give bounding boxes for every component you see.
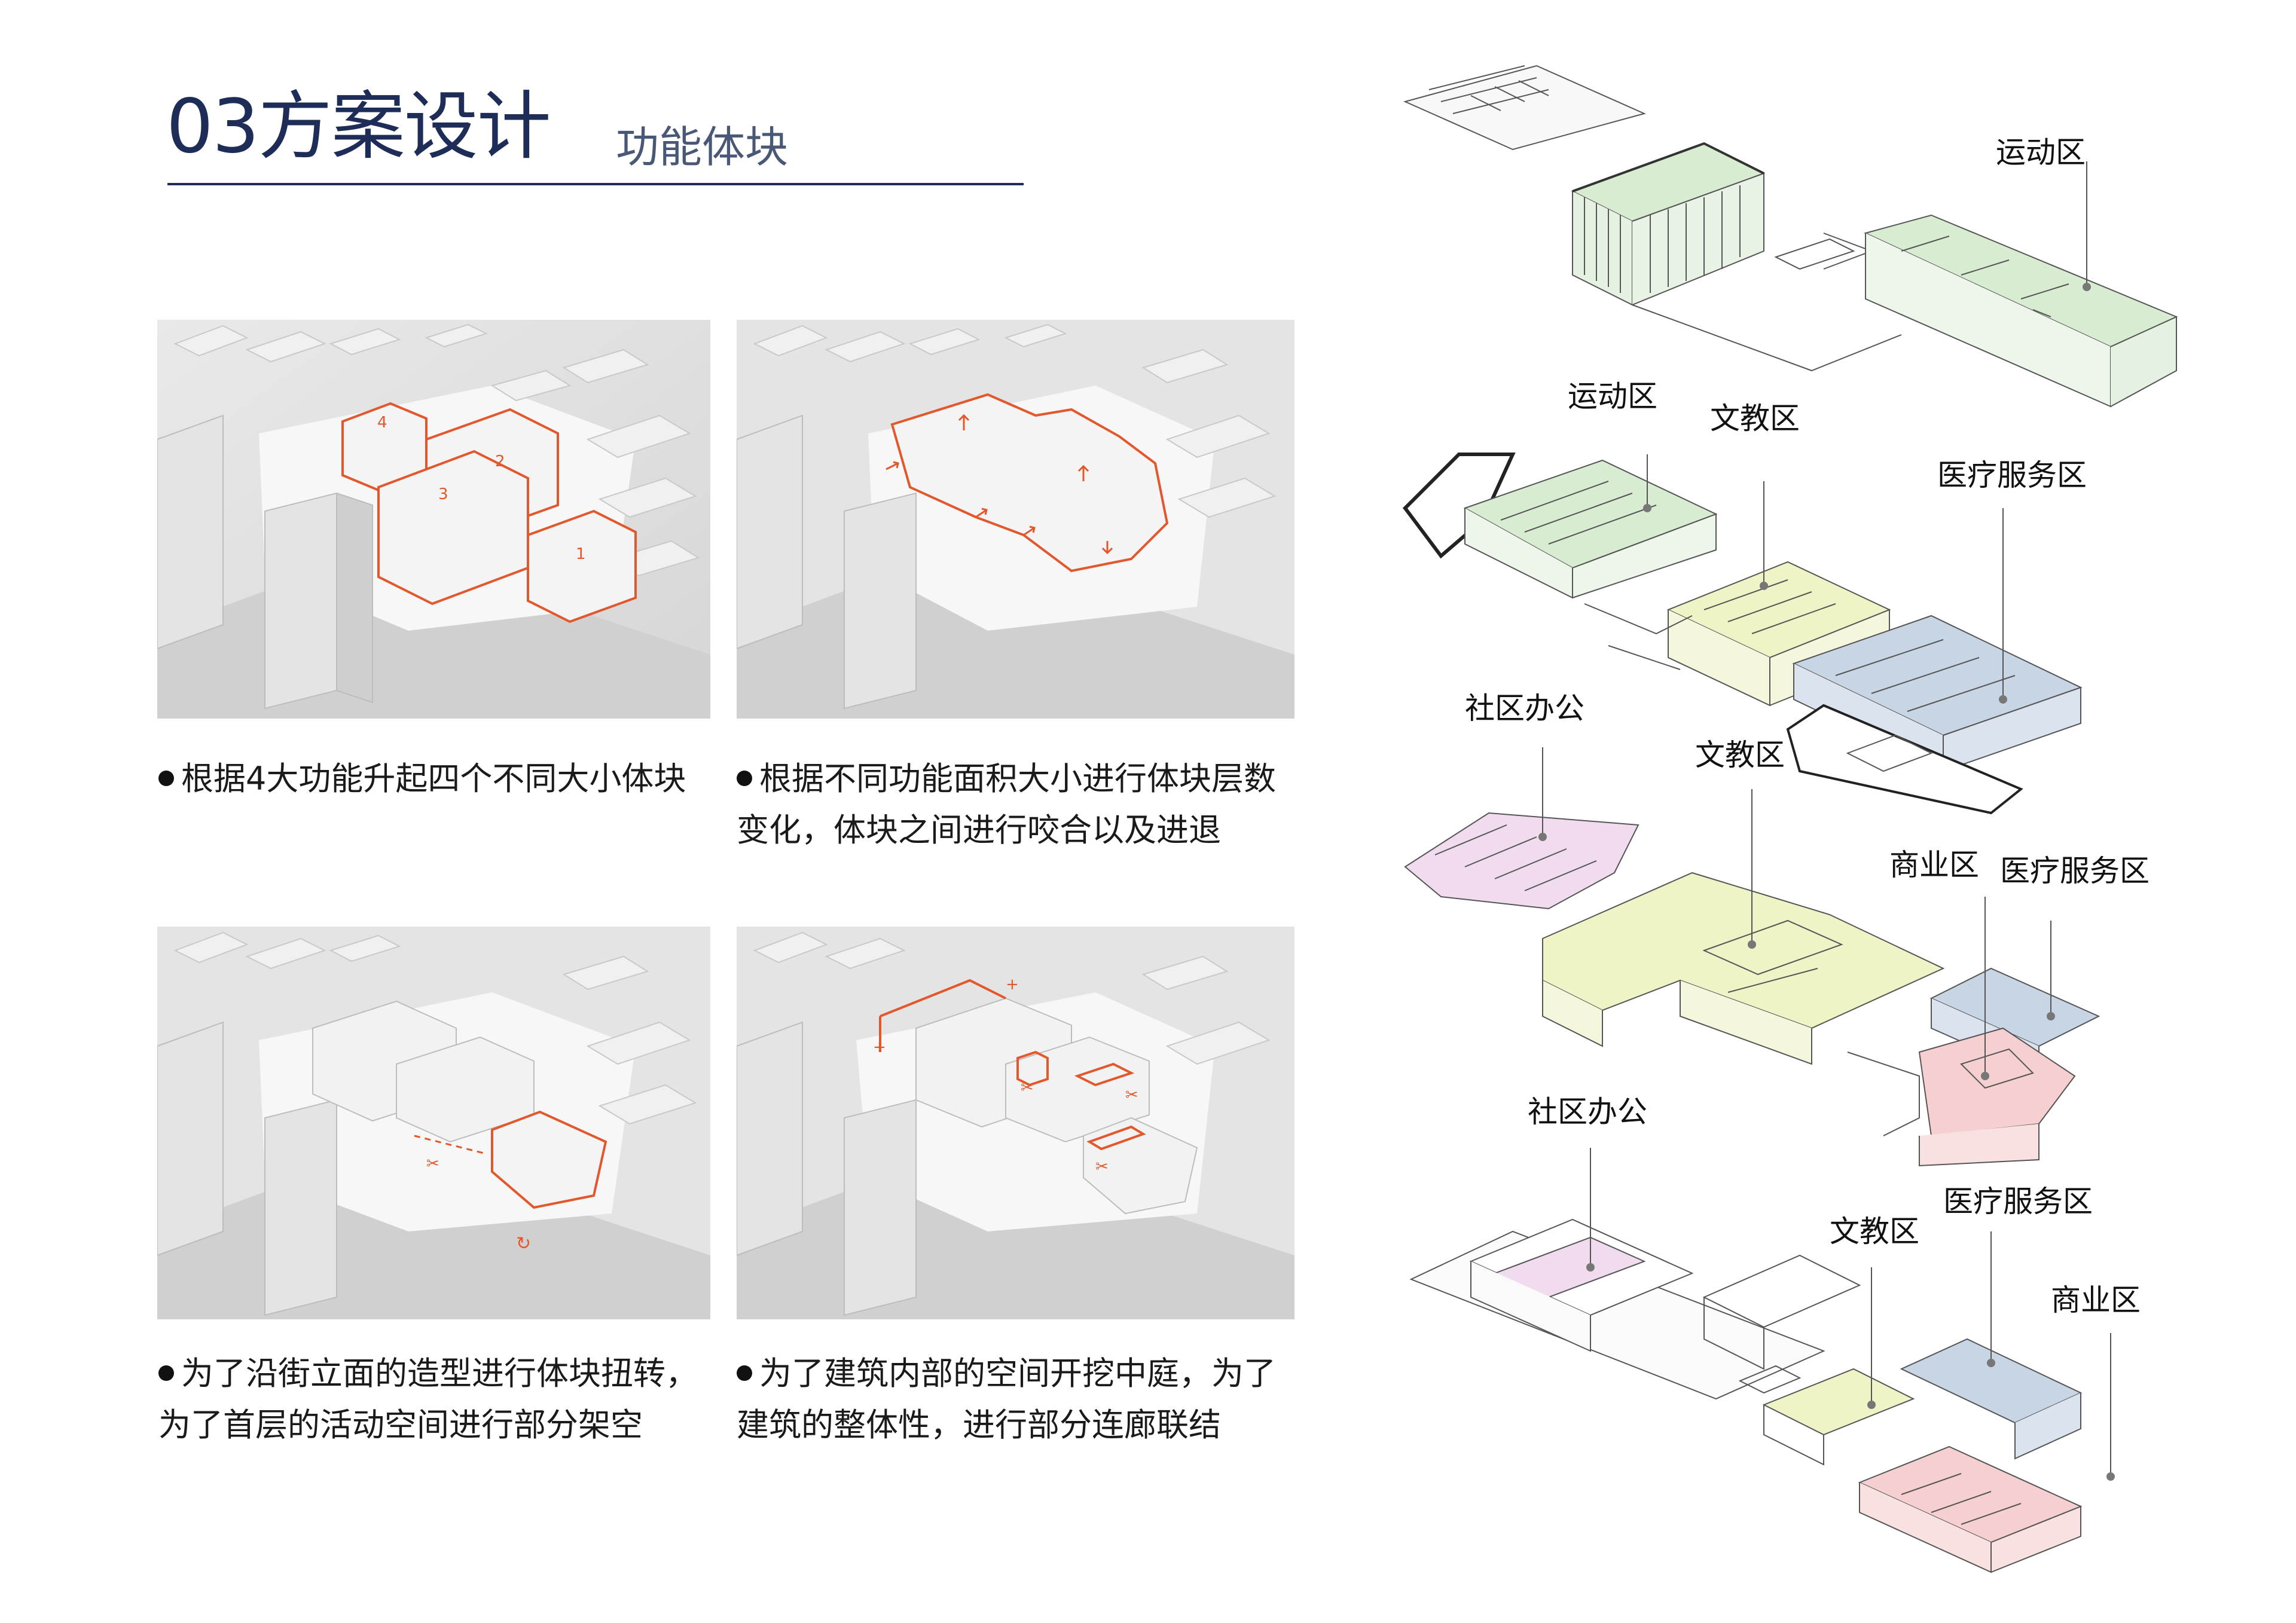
label-level1-education: 文教区	[1830, 1214, 1919, 1249]
svg-text:+: +	[873, 1038, 886, 1056]
level-4	[1403, 65, 2178, 408]
label-level2-medical: 医疗服务区	[2000, 854, 2150, 888]
label-level1-medical: 医疗服务区	[1943, 1184, 2093, 1219]
exploded-axonometric: 运动区 运动区 文教区 医疗服务区 社区办公 文教区 商业区 医疗服务区 社区办…	[1393, 36, 2182, 1614]
label-level3-education: 文教区	[1710, 401, 1800, 436]
label-level2-commercial: 商业区	[1889, 848, 1979, 882]
svg-text:✂: ✂	[1095, 1158, 1109, 1176]
svg-text:+: +	[1006, 976, 1019, 994]
level-3	[1403, 453, 2083, 815]
svg-text:✂: ✂	[426, 1155, 439, 1173]
level-2	[1404, 812, 2100, 1167]
svg-text:✂: ✂	[1125, 1086, 1138, 1104]
label-level1-commercial: 商业区	[2051, 1283, 2141, 1318]
svg-text:↻: ↻	[516, 1233, 531, 1254]
label-level4-sport: 运动区	[1996, 135, 2086, 170]
bullet-icon	[737, 771, 752, 786]
label-level3-medical: 医疗服务区	[1937, 458, 2087, 493]
block-number-3: 3	[438, 485, 448, 503]
label-level2-community: 社区办公	[1465, 691, 1584, 726]
step-3-diagram: ↻ ✂	[157, 927, 710, 1319]
step-1-diagram: 4 2 3 1	[157, 320, 710, 719]
bullet-icon	[158, 771, 174, 786]
step-4-diagram: + + ✂ ✂ ✂	[737, 927, 1294, 1319]
block-number-4: 4	[377, 414, 387, 432]
page-title: 03方案设计	[166, 84, 551, 170]
bullet-icon	[737, 1365, 752, 1381]
block-number-1: 1	[576, 545, 586, 563]
bullet-icon	[158, 1365, 174, 1381]
step-4-caption: 为了建筑内部的空间开挖中庭，为了建筑的整体性，进行部分连廊联结	[737, 1355, 1276, 1444]
step-1-caption: 根据4大功能升起四个不同大小体块	[158, 753, 715, 805]
title-underline	[167, 183, 1024, 185]
label-level1-community: 社区办公	[1528, 1095, 1647, 1129]
step-3-caption: 为了沿街立面的造型进行体块扭转，为了首层的活动空间进行部分架空	[158, 1355, 698, 1444]
page-subtitle: 功能体块	[616, 122, 789, 172]
label-level2-education: 文教区	[1695, 738, 1785, 772]
svg-text:✂: ✂	[1021, 1079, 1034, 1097]
step-2-diagram	[737, 320, 1294, 719]
level-1	[1409, 1218, 2083, 1573]
step-2-caption: 根据不同功能面积大小进行体块层数变化，体块之间进行咬合以及进退	[737, 760, 1276, 849]
block-number-2: 2	[495, 453, 505, 470]
label-level3-sport: 运动区	[1568, 379, 1657, 414]
